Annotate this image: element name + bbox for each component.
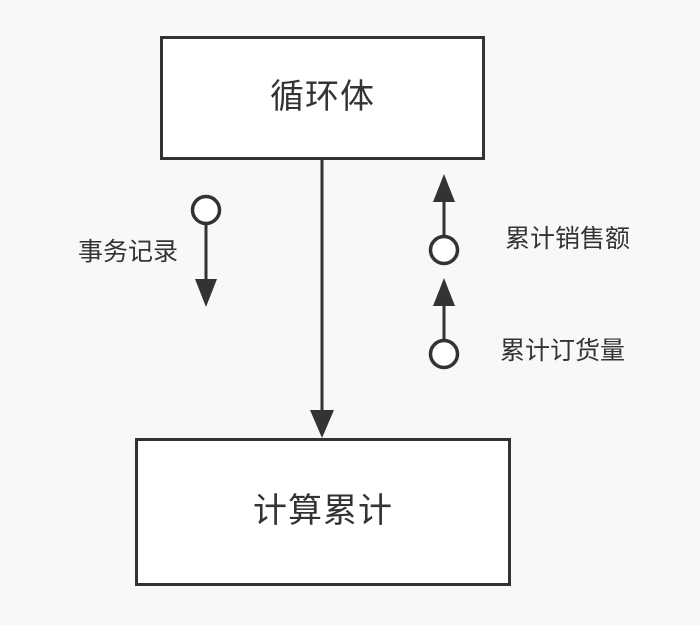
connector-loop-to-accumulate[interactable]	[310, 159, 334, 438]
edge-label-cumulative-orders: 累计订货量	[500, 336, 626, 365]
node-loop-body[interactable]: 循环体	[160, 36, 485, 160]
cumulative-orders-valve-circle[interactable]	[428, 338, 460, 370]
transaction-record-valve-circle[interactable]	[190, 194, 222, 226]
edge-label-cumulative-sales: 累计销售额	[505, 224, 631, 253]
cumulative-sales-valve-circle[interactable]	[428, 234, 460, 266]
edge-label-transaction-record: 事务记录	[78, 237, 179, 266]
node-accumulate[interactable]: 计算累计	[135, 438, 511, 586]
connector-cumulative-sales[interactable]	[428, 174, 460, 266]
connector-transaction-record-arrowhead	[195, 279, 217, 307]
connector-transaction-record[interactable]	[190, 194, 222, 308]
connector-cumulative-sales-arrowhead	[433, 174, 455, 202]
node-accumulate-label: 计算累计	[253, 491, 393, 532]
node-loop-body-label: 循环体	[270, 77, 375, 118]
connector-cumulative-orders[interactable]	[428, 278, 460, 370]
connector-cumulative-orders-arrowhead	[433, 278, 455, 306]
connector-loop-to-accumulate-arrowhead	[310, 410, 334, 438]
